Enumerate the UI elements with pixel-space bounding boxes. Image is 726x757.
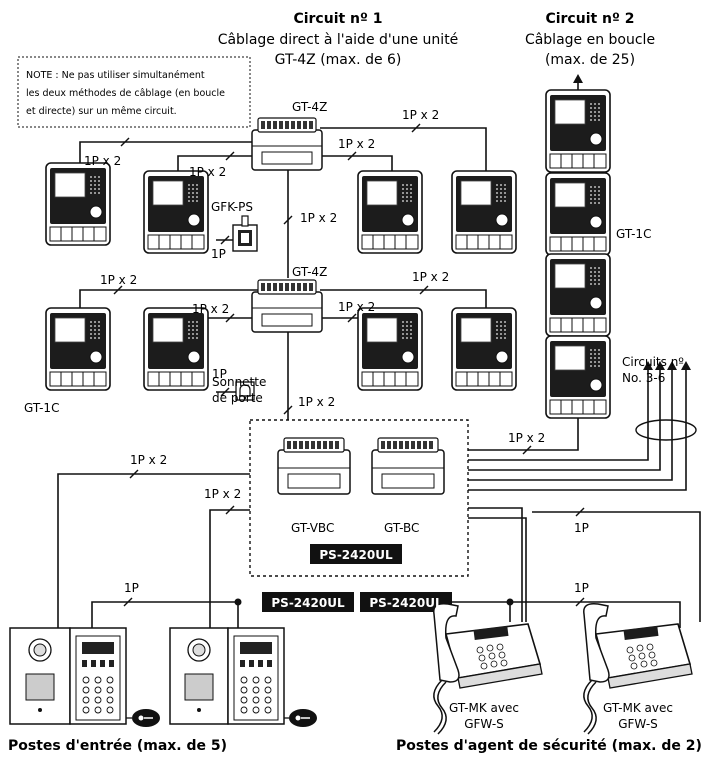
monitor-c1-bot-3 [357,307,423,391]
monitor-c2-3 [545,253,611,337]
ps-right-label: PS-2420UL [369,596,443,610]
gtvbc-unit [277,437,351,495]
monitor-c1-top-1 [45,162,111,246]
wire-label: 1P x 2 [300,211,337,225]
wire-label: 1P [574,581,589,595]
gtmk1-line2: GFW-S [464,717,504,731]
doorbell-label-1: Sonnette [212,375,266,389]
wire-label: 1P x 2 [338,300,375,314]
gt1c-c1-label: GT-1C [24,401,59,415]
wire-label: 1P x 2 [189,165,226,179]
circuit1-line1: Câblage direct à l'aide d'une unité [218,32,459,48]
gtbc-unit [371,437,445,495]
monitor-c1-top-3 [357,170,423,254]
gtmk2-line1: GT-MK avec [603,701,673,715]
ps-box-center [310,544,402,564]
wire-label: 1P x 2 [84,154,121,168]
wire-label: 1P [574,521,589,535]
wire-label: 1P x 2 [338,137,375,151]
bundle-ring [635,419,697,441]
doorbell-icon [235,381,255,401]
circuit2-line1: Câblage en boucle [525,32,655,48]
wire-label: 1P x 2 [508,431,545,445]
wire-label: 1P x 2 [192,302,229,316]
entrance-caption: Postes d'entrée (max. de 5) [8,738,227,754]
note-line1: NOTE : Ne pas utiliser simultanément [26,70,205,81]
entrance-station-2 [169,627,317,727]
wire-label: 1P x 2 [100,273,137,287]
note-line2: les deux méthodes de câblage (en boucle [26,88,225,99]
monitor-c1-bot-1 [45,307,111,391]
monitor-c1-bot-4 [451,307,517,391]
doorbell-label-2: de porte [212,391,263,405]
monitor-c2-4 [545,335,611,419]
gtmk1-line1: GT-MK avec [449,701,519,715]
gtbc-label: GT-BC [384,521,419,535]
monitor-c2-2 [545,172,611,256]
gtvbc-label: GT-VBC [291,521,334,535]
note-line3: et directe) sur un même circuit. [26,106,177,117]
wire-label: 1P [212,367,227,381]
wire-label: 1P x 2 [402,108,439,122]
monitor-c1-bot-2 [143,307,209,391]
entrance-station-1 [9,627,160,727]
gt4z-bottom-label: GT-4Z [292,265,327,279]
monitor-c1-top-4 [451,170,517,254]
gt4z-top [251,117,323,171]
ps-left-label: PS-2420UL [271,596,345,610]
gt4z-top-label: GT-4Z [292,100,327,114]
wire-label: 1P x 2 [130,453,167,467]
wire-label: 1P x 2 [412,270,449,284]
gfkps-switch [232,215,258,252]
wire-slashes [113,123,585,607]
gt4z-bottom [251,279,323,333]
gfkps-label: GFK-PS [211,200,253,214]
wire-label: 1P [124,581,139,595]
wire-label: 1P [211,247,226,261]
circuits-other-1: Circuits nº [622,355,684,369]
circuits-other-2: No. 3-6 [622,371,665,385]
note-box [17,56,251,128]
ps-box-left [262,592,354,612]
wire-label: 1P x 2 [204,487,241,501]
control-box [249,419,469,577]
circuit2-title: Circuit nº 2 [545,11,634,27]
gtmk2-line2: GFW-S [618,717,658,731]
circuit1-line2: GT-4Z (max. de 6) [275,52,402,68]
monitor-c1-top-2 [143,170,209,254]
circuit2-line2: (max. de 25) [545,52,635,68]
circuit1-title: Circuit nº 1 [293,11,382,27]
monitor-c2-1 [545,89,611,173]
gt1c-c2-label: GT-1C [616,227,651,241]
wire-label: 1P x 2 [298,395,335,409]
wire-arrows [234,74,691,606]
ps-box-right [360,592,452,612]
security-caption: Postes d'agent de sécurité (max. de 2) [396,738,702,754]
wires [57,83,701,628]
ps-center-label: PS-2420UL [319,548,393,562]
